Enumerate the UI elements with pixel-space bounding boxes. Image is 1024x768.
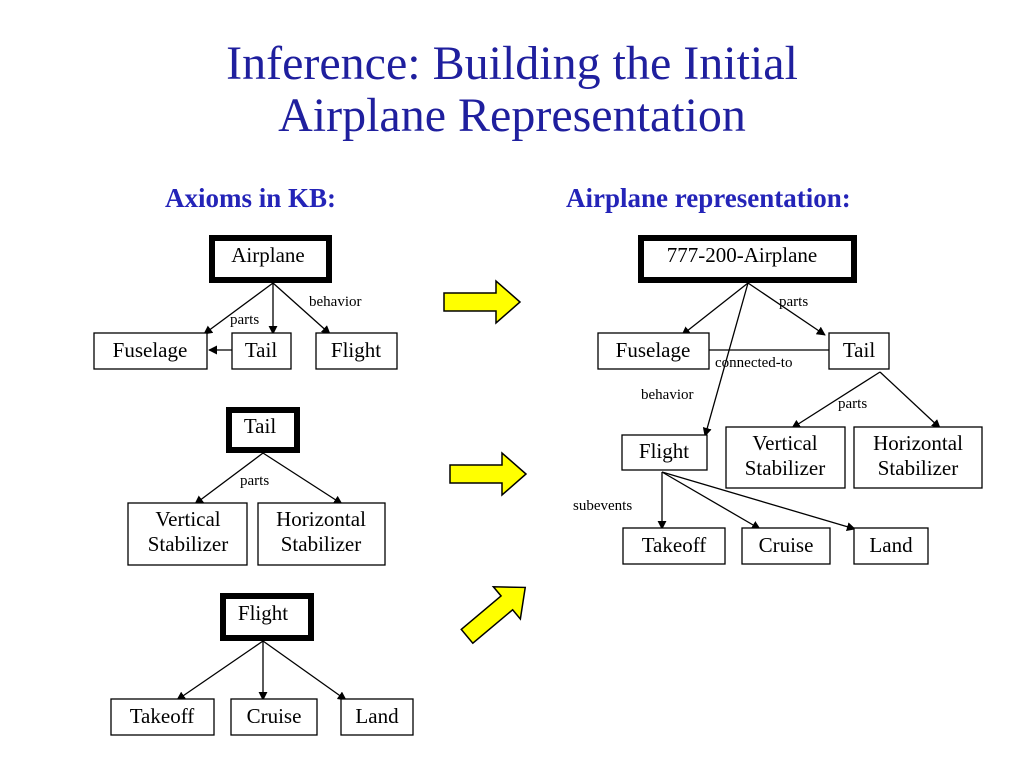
rep-edge-label-parts: parts xyxy=(779,294,808,310)
kb-tail-label: Tail xyxy=(245,338,278,362)
kb-tail-node xyxy=(231,332,292,370)
kb-flight-label: Flight xyxy=(331,338,381,362)
kb-axiom-flight: Flight Takeoff Cruise Land xyxy=(110,593,414,736)
rep-edge-root-fuselage xyxy=(681,282,749,336)
rep-cruise-label: Cruise xyxy=(759,533,814,557)
kb3-land-label: Land xyxy=(355,704,399,728)
kb2-horizontal-line2: Stabilizer xyxy=(281,532,361,556)
kb2-tail-node xyxy=(226,407,300,453)
rep-edge-label-behavior: behavior xyxy=(641,387,693,403)
rep-root-label: 777-200-Airplane xyxy=(667,243,817,267)
kb2-edge-tail-horizontal xyxy=(262,452,343,505)
rep-tail-node xyxy=(828,332,890,370)
kb3-land-node xyxy=(340,698,414,736)
rep-takeoff-node xyxy=(622,527,726,565)
rep-tail-label: Tail xyxy=(843,338,876,362)
slide-title: Inference: Building the Initial Airplane… xyxy=(0,38,1024,142)
kb-edge-airplane-fuselage xyxy=(203,282,274,335)
kb-edge-label-parts: parts xyxy=(230,312,259,328)
title-line-2: Airplane Representation xyxy=(278,89,746,142)
rep-edge-label-connected-to: connected-to xyxy=(715,355,792,371)
kb2-vertical-line1: Vertical xyxy=(155,507,220,531)
kb2-edge-tail-vertical xyxy=(194,452,264,505)
rep-edge-label-subevents: subevents xyxy=(573,498,632,514)
kb2-edge-label-parts: parts xyxy=(240,473,269,489)
kb2-vertical-stabilizer-node xyxy=(127,502,248,566)
kb3-flight-node xyxy=(220,593,314,641)
kb-axiom-airplane: Airplane parts behavior Fuselage Tail Fl… xyxy=(93,235,398,370)
rep-horizontal-line1: Horizontal xyxy=(873,431,963,455)
kb3-edge-flight-takeoff xyxy=(176,640,264,701)
rep-edge-root-tail xyxy=(747,282,826,336)
rep-edge-label-tail-parts: parts xyxy=(838,396,867,412)
rep-flight-node xyxy=(621,434,708,471)
kb-fuselage-label: Fuselage xyxy=(113,338,188,362)
kb3-edge-flight-land xyxy=(262,640,347,701)
kb-airplane-node xyxy=(209,235,332,283)
kb-airplane-label: Airplane xyxy=(231,243,304,267)
heading-airplane-representation: Airplane representation: xyxy=(566,183,851,213)
kb3-cruise-node xyxy=(230,698,318,736)
kb3-takeoff-label: Takeoff xyxy=(130,704,195,728)
kb2-vertical-line2: Stabilizer xyxy=(148,532,228,556)
rep-vertical-line2: Stabilizer xyxy=(745,456,825,480)
kb-fuselage-node xyxy=(93,332,208,370)
kb3-takeoff-node xyxy=(110,698,215,736)
rep-edge-flight-cruise xyxy=(661,471,761,530)
kb2-horizontal-stabilizer-node xyxy=(257,502,386,566)
rep-fuselage-label: Fuselage xyxy=(616,338,691,362)
kb3-cruise-label: Cruise xyxy=(247,704,302,728)
rep-land-node xyxy=(853,527,929,565)
rep-cruise-node xyxy=(741,527,831,565)
rep-edge-tail-horizontal xyxy=(879,371,941,429)
rep-vertical-stabilizer-node xyxy=(725,426,846,489)
kb-edge-label-behavior: behavior xyxy=(309,294,361,310)
rep-edge-root-flight xyxy=(702,282,749,437)
airplane-representation: 777-200-Airplane parts connected-to beha… xyxy=(573,235,983,565)
yellow-arrow-up-right-icon xyxy=(460,585,527,645)
yellow-arrow-right-1-icon xyxy=(443,279,522,325)
rep-takeoff-label: Takeoff xyxy=(642,533,707,557)
yellow-arrow-right-2-icon xyxy=(449,451,528,497)
heading-axioms-in-kb: Axioms in KB: xyxy=(165,183,337,213)
kb2-tail-label: Tail xyxy=(244,414,277,438)
rep-flight-label: Flight xyxy=(639,439,689,463)
kb2-horizontal-line1: Horizontal xyxy=(276,507,366,531)
rep-land-label: Land xyxy=(869,533,913,557)
kb3-flight-label: Flight xyxy=(238,601,288,625)
rep-horizontal-line2: Stabilizer xyxy=(878,456,958,480)
rep-edge-tail-vertical xyxy=(791,371,881,429)
kb-axiom-tail: Tail parts Vertical Stabilizer Horizonta… xyxy=(127,407,386,566)
rep-horizontal-stabilizer-node xyxy=(853,426,983,489)
rep-fuselage-node xyxy=(597,332,710,370)
rep-vertical-line1: Vertical xyxy=(752,431,817,455)
kb-edge-airplane-flight xyxy=(272,282,331,335)
title-line-1: Inference: Building the Initial xyxy=(226,37,798,90)
rep-root-node xyxy=(638,235,857,283)
kb-flight-node xyxy=(315,332,398,370)
rep-edge-flight-land xyxy=(661,471,856,532)
